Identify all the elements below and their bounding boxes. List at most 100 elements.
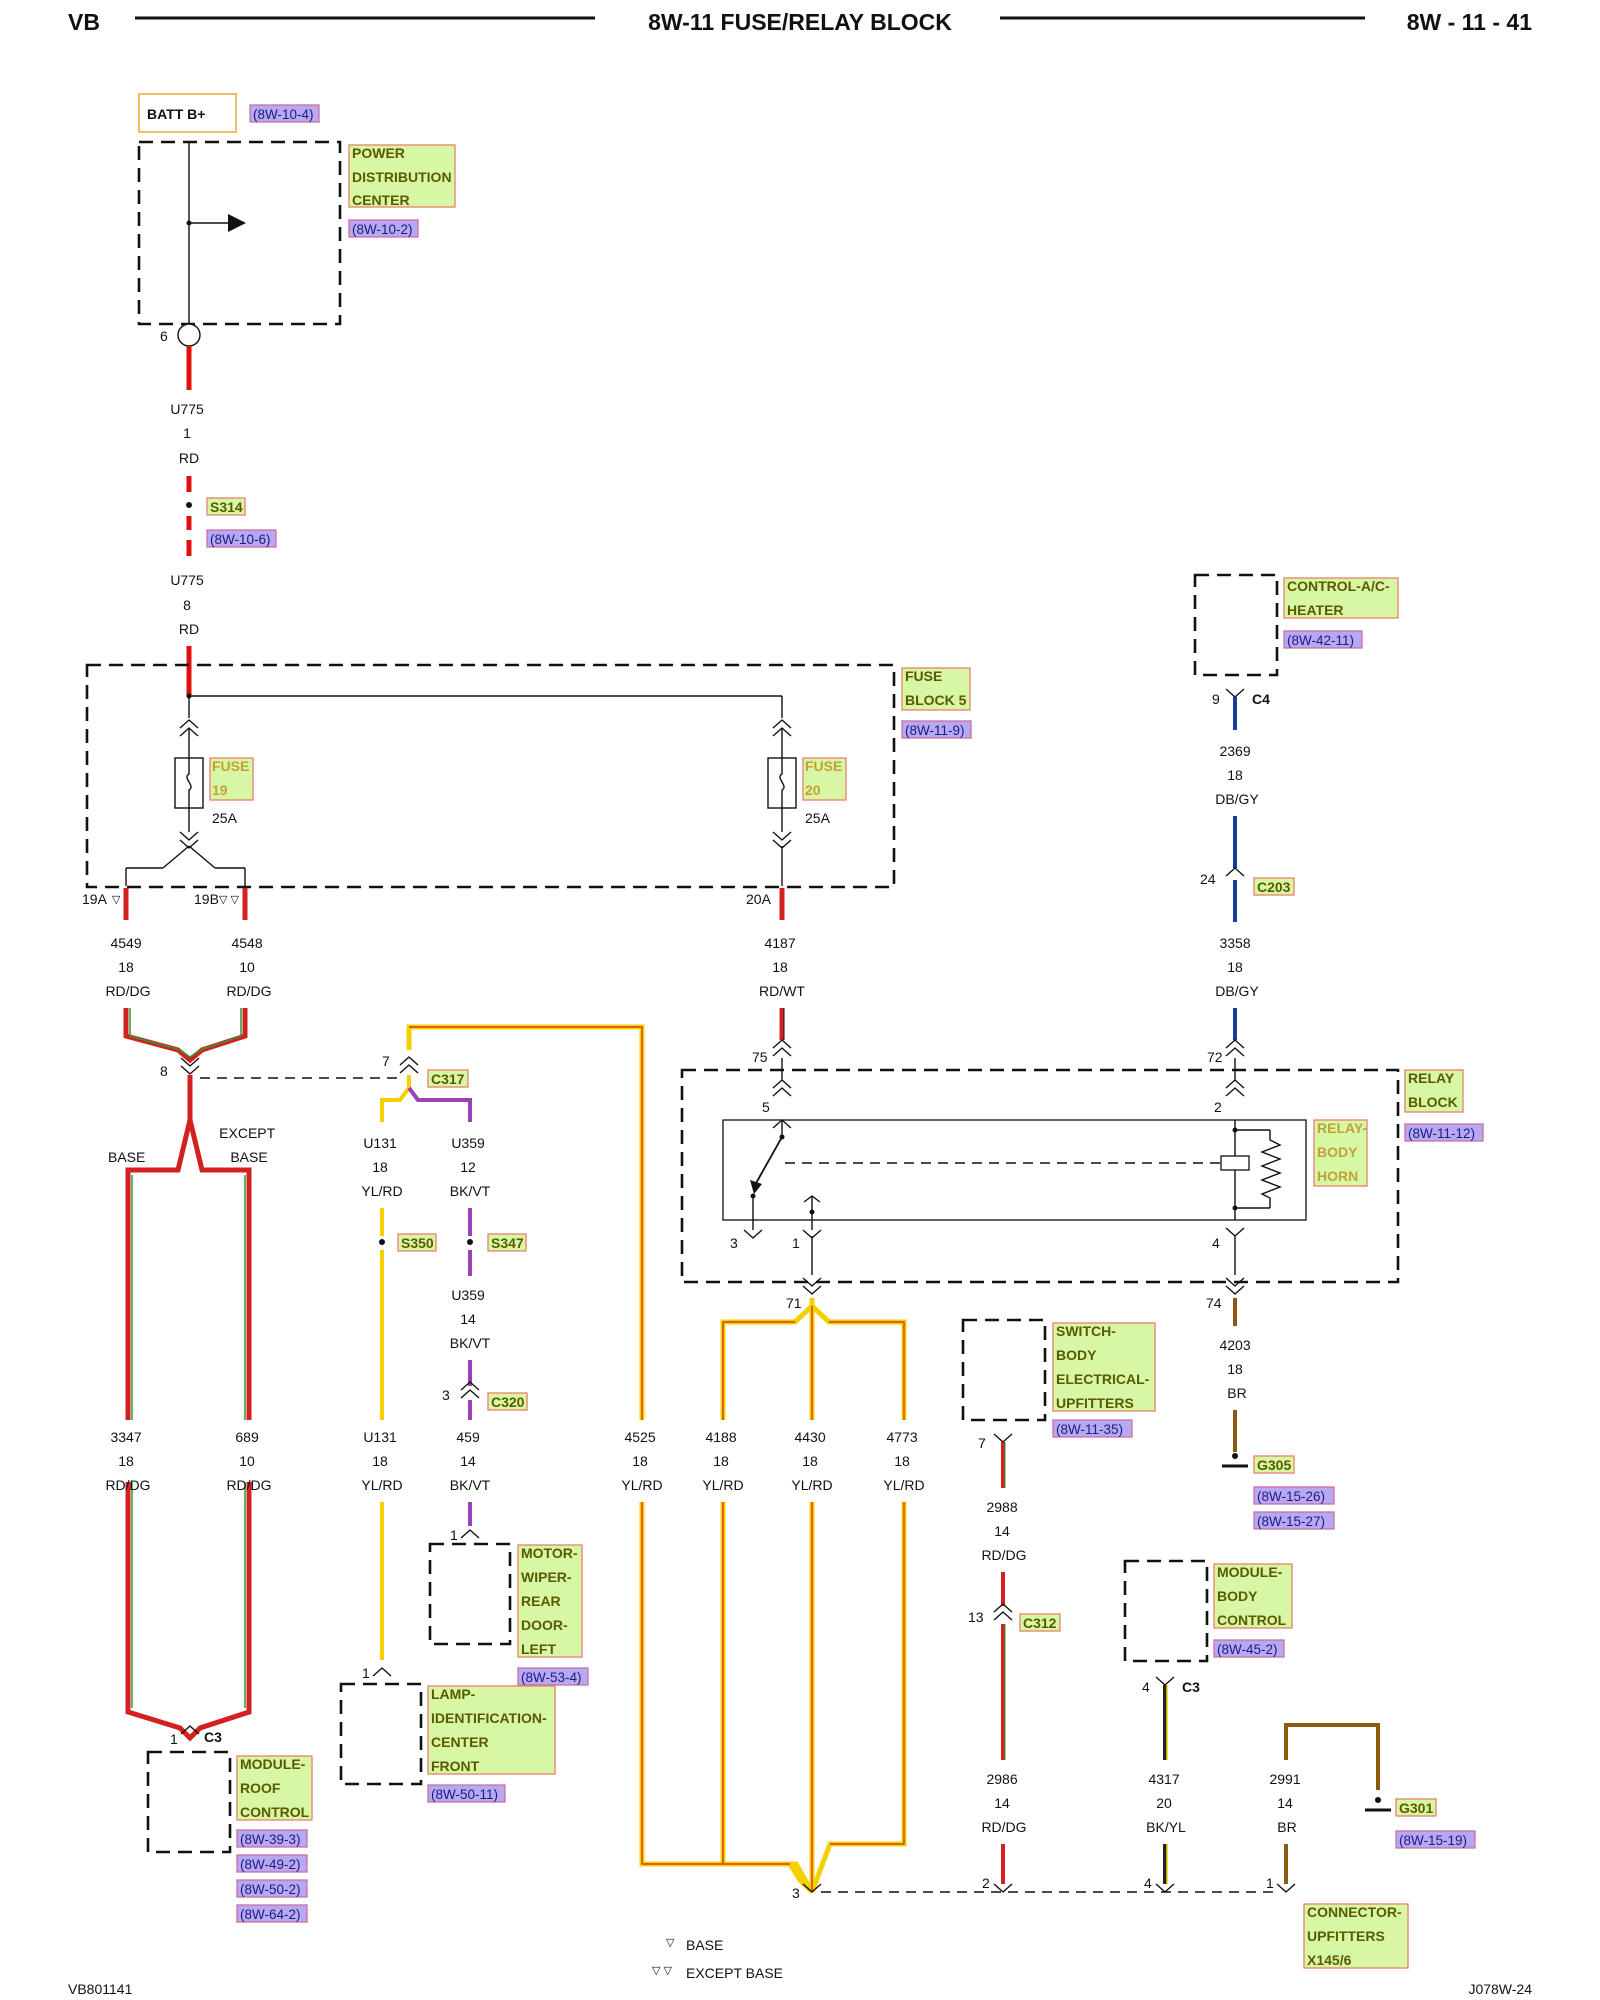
lamp-id-box [339, 1682, 423, 1786]
wire-2988-label: 2988 14 RD/DG [981, 1499, 1026, 1563]
svg-text:8: 8 [160, 1063, 168, 1079]
fuse19-rating: 25A [212, 810, 238, 826]
wire-4525-label: 4525 18 YL/RD [621, 1429, 662, 1493]
svg-text:4: 4 [1142, 1679, 1150, 1695]
svg-text:1: 1 [1266, 1875, 1274, 1891]
module-body-name: MODULE- BODY CONTROL [1217, 1564, 1287, 1628]
svg-text:1: 1 [362, 1665, 370, 1681]
splice-s347-icon [467, 1239, 473, 1245]
relay-block-box [680, 1068, 1400, 1284]
svg-text:7: 7 [978, 1435, 986, 1451]
relay-block-name: RELAY BLOCK [1408, 1070, 1458, 1110]
wire-4549-label: 4549 18 RD/DG [105, 935, 150, 999]
wire-3358-label: 3358 18 DB/GY [1215, 935, 1259, 999]
upfitters-pin3-icon [802, 1883, 822, 1893]
svg-text:C3: C3 [204, 1729, 222, 1745]
wire-2986-label: 2986 14 RD/DG [981, 1771, 1026, 1835]
control-ac-ref-link[interactable]: (8W-42-11) [1287, 633, 1354, 648]
pdc-arrow-icon [228, 214, 246, 232]
wire-4430-label: 4430 18 YL/RD [791, 1429, 832, 1493]
c203-connector-icon [1225, 867, 1245, 877]
svg-text:24: 24 [1200, 871, 1216, 887]
relay-block-ref-link[interactable]: (8W-11-12) [1408, 1126, 1475, 1141]
g305-label: G305 [1257, 1457, 1291, 1473]
motor-wiper-ref-link[interactable]: (8W-53-4) [521, 1670, 582, 1685]
svg-text:2: 2 [1214, 1099, 1222, 1115]
batt-label: BATT B+ [147, 106, 205, 122]
wire-4187-label: 4187 18 RD/WT [759, 935, 805, 999]
s314-ref-link[interactable]: (8W-10-6) [210, 532, 271, 547]
header-left: VB [68, 9, 100, 35]
relay-switch-icon [754, 1136, 783, 1186]
branch-except-base-label: EXCEPT BASE [219, 1125, 279, 1165]
svg-text:C4: C4 [1252, 691, 1270, 707]
pdc-ref-link[interactable]: (8W-10-2) [352, 222, 413, 237]
lamp-id-ref-link[interactable]: (8W-50-11) [431, 1787, 498, 1802]
wire-u131a-label: U131 18 YL/RD [361, 1135, 402, 1199]
svg-text:1: 1 [450, 1527, 458, 1543]
module-roof-box [146, 1750, 232, 1854]
connector-upfitters-name: CONNECTOR- UPFITTERS X145/6 [1307, 1904, 1406, 1968]
wire-4203-label: 4203 18 BR [1219, 1337, 1254, 1401]
svg-text:(8W-15-26)[interactable]: (8W-15-26) [1257, 1489, 1325, 1504]
svg-text:▽ ▽: ▽ ▽ [219, 894, 240, 906]
module-body-ref-link[interactable]: (8W-45-2) [1217, 1642, 1278, 1657]
footer-right: J078W-24 [1468, 1981, 1532, 1997]
branch-base-label: BASE [108, 1149, 145, 1165]
switch-body-ref-link[interactable]: (8W-11-35) [1056, 1422, 1123, 1437]
motor-wiper-box [428, 1542, 512, 1646]
svg-text:72: 72 [1207, 1049, 1223, 1065]
wire-4548-label: 4548 10 RD/DG [226, 935, 271, 999]
splice-s314-label: S314 [210, 499, 243, 515]
wire-u359a-label: U359 12 BK/VT [450, 1135, 491, 1199]
svg-text:74: 74 [1206, 1295, 1222, 1311]
relay-horn-box [722, 1119, 1307, 1221]
c317-connector-icon [399, 1056, 419, 1074]
svg-text:(8W-64-2)[interactable]: (8W-64-2) [240, 1907, 301, 1922]
svg-text:7: 7 [382, 1053, 390, 1069]
fuse-block-ref-link[interactable]: (8W-11-9) [905, 723, 965, 738]
svg-text:19B: 19B [194, 891, 219, 907]
svg-text:3: 3 [442, 1387, 450, 1403]
svg-text:(8W-49-2)[interactable]: (8W-49-2) [240, 1857, 301, 1872]
svg-text:6: 6 [160, 328, 168, 344]
fuse-block-name: FUSE BLOCK 5 [905, 668, 967, 708]
c320-label: C320 [491, 1394, 525, 1410]
switch-body-name: SWITCH- BODY ELECTRICAL- UPFITTERS [1056, 1323, 1153, 1411]
relay-coil-icon [1220, 1155, 1250, 1171]
splice-s350-icon [379, 1239, 385, 1245]
splice-s314-icon [186, 502, 192, 508]
g301-ref-link[interactable]: (8W-15-19) [1399, 1833, 1467, 1848]
svg-text:4: 4 [1144, 1875, 1152, 1891]
module-roof-name: MODULE- ROOF CONTROL [240, 1756, 310, 1820]
svg-text:▽: ▽ [112, 894, 121, 906]
svg-text:19A: 19A [82, 891, 108, 907]
wire-689-label: 689 10 RD/DG [226, 1429, 271, 1493]
wire-rddg-branch [125, 1075, 252, 1742]
legend-base-icon: ▽ [666, 1937, 675, 1949]
wire-u131b-label: U131 18 YL/RD [361, 1429, 402, 1493]
relay-resistor-icon [1260, 1130, 1282, 1208]
svg-text:2: 2 [982, 1875, 990, 1891]
svg-text:(8W-39-3)[interactable]: (8W-39-3) [240, 1832, 301, 1847]
wire-u775b-label: U775 8 RD [170, 572, 207, 637]
batt-ref-link[interactable]: (8W-10-4) [253, 107, 314, 122]
svg-text:(8W-50-2)[interactable]: (8W-50-2) [240, 1882, 301, 1897]
pdc-box [137, 140, 342, 326]
page-title: 8W-11 FUSE/RELAY BLOCK [648, 9, 952, 35]
c203-label: C203 [1257, 879, 1291, 895]
svg-text:9: 9 [1212, 691, 1220, 707]
svg-text:3: 3 [730, 1235, 738, 1251]
svg-text:5: 5 [762, 1099, 770, 1115]
svg-text:3: 3 [792, 1885, 800, 1901]
batt-label-box [138, 93, 237, 133]
svg-text:71: 71 [786, 1295, 802, 1311]
fuse20-name: FUSE 20 [805, 758, 846, 798]
svg-text:1: 1 [792, 1235, 800, 1251]
control-ac-box [1193, 573, 1279, 677]
legend-except-base: EXCEPT BASE [686, 1965, 783, 1981]
svg-text:C3: C3 [1182, 1679, 1200, 1695]
g301-label: G301 [1399, 1800, 1433, 1816]
svg-text:(8W-15-27)[interactable]: (8W-15-27) [1257, 1514, 1325, 1529]
motor-wiper-name: MOTOR- WIPER- REAR DOOR- LEFT [521, 1545, 581, 1657]
